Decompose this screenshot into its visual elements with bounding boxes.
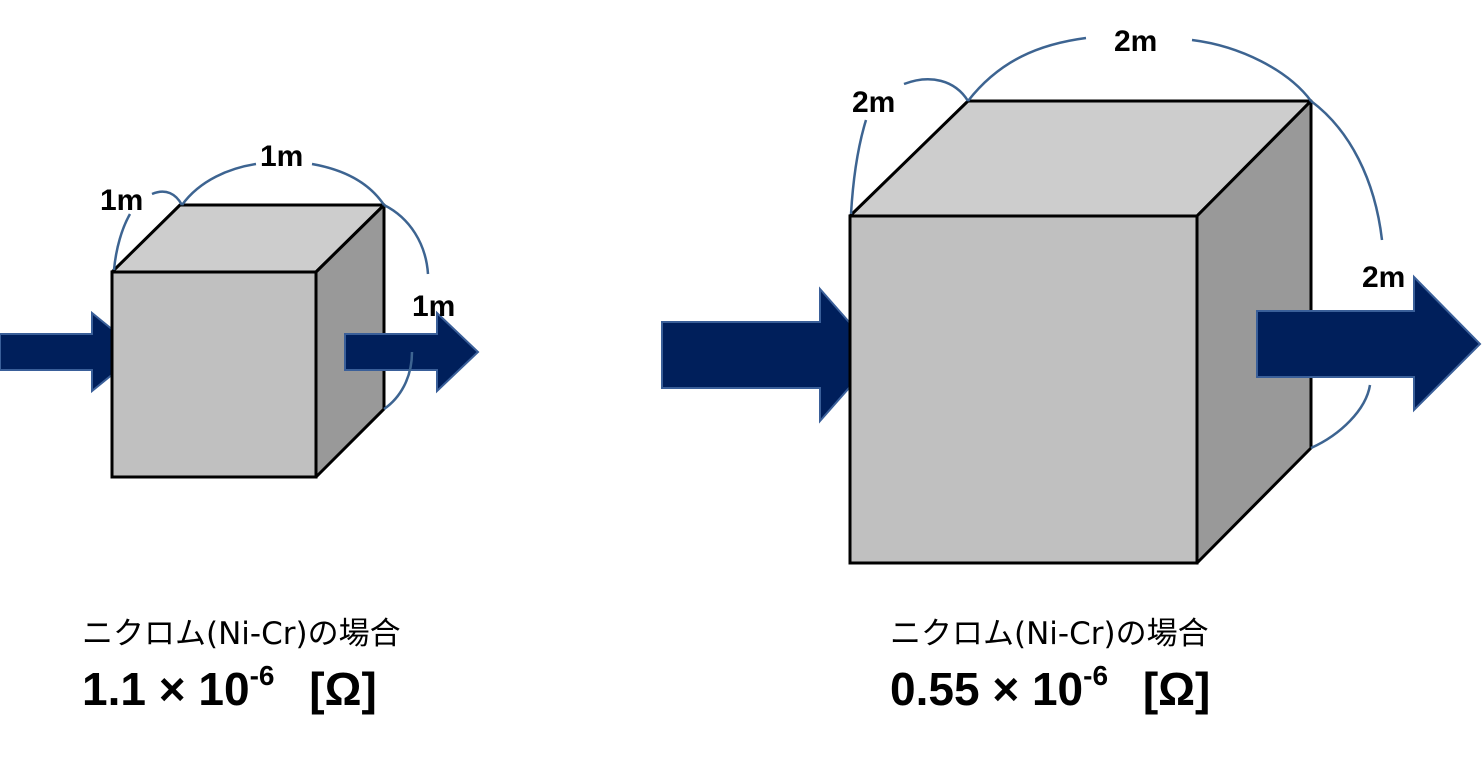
small-material-label: ニクロム(Ni-Cr)の場合 [82, 616, 401, 652]
large-depth-brace [849, 78, 970, 215]
large-current-out-arrow [1256, 274, 1482, 413]
large-cube-group: 2m 2m 2m [661, 25, 1482, 565]
large-height-label: 2m [1362, 261, 1405, 294]
small-resistance-value: 1.1 × 10-6 [Ω] [82, 659, 377, 716]
large-cube-front-face [848, 214, 1199, 565]
large-width-label: 2m [1114, 25, 1157, 58]
small-cube-group: 1m 1m 1m [0, 140, 480, 479]
large-resistance-value: 0.55 × 10-6 [Ω] [890, 659, 1211, 716]
large-width-brace [967, 36, 1313, 102]
large-resistance-unit: [Ω] [1142, 663, 1211, 715]
small-resistance-unit: [Ω] [309, 663, 377, 715]
small-resistance-exponent: -6 [249, 659, 275, 691]
small-width-brace [180, 162, 386, 206]
small-depth-label: 1m [100, 184, 143, 217]
large-resistance-exponent: -6 [1083, 659, 1109, 691]
small-height-brace [383, 203, 430, 411]
small-resistance-base: 10 [198, 663, 250, 715]
large-current-in-arrow [661, 286, 880, 424]
large-resistance-mantissa: 0.55 [890, 663, 980, 715]
large-height-brace [1310, 99, 1384, 450]
small-cube-front-face [110, 270, 318, 479]
small-depth-brace [112, 190, 184, 271]
large-depth-label: 2m [852, 86, 895, 119]
small-resistance-times: × [158, 663, 186, 715]
small-resistance-mantissa: 1.1 [82, 663, 146, 715]
large-material-label: ニクロム(Ni-Cr)の場合 [890, 616, 1209, 652]
large-resistance-times: × [992, 663, 1020, 715]
large-resistance-base: 10 [1031, 663, 1084, 715]
small-height-label: 1m [412, 290, 455, 323]
small-width-label: 1m [260, 140, 303, 173]
